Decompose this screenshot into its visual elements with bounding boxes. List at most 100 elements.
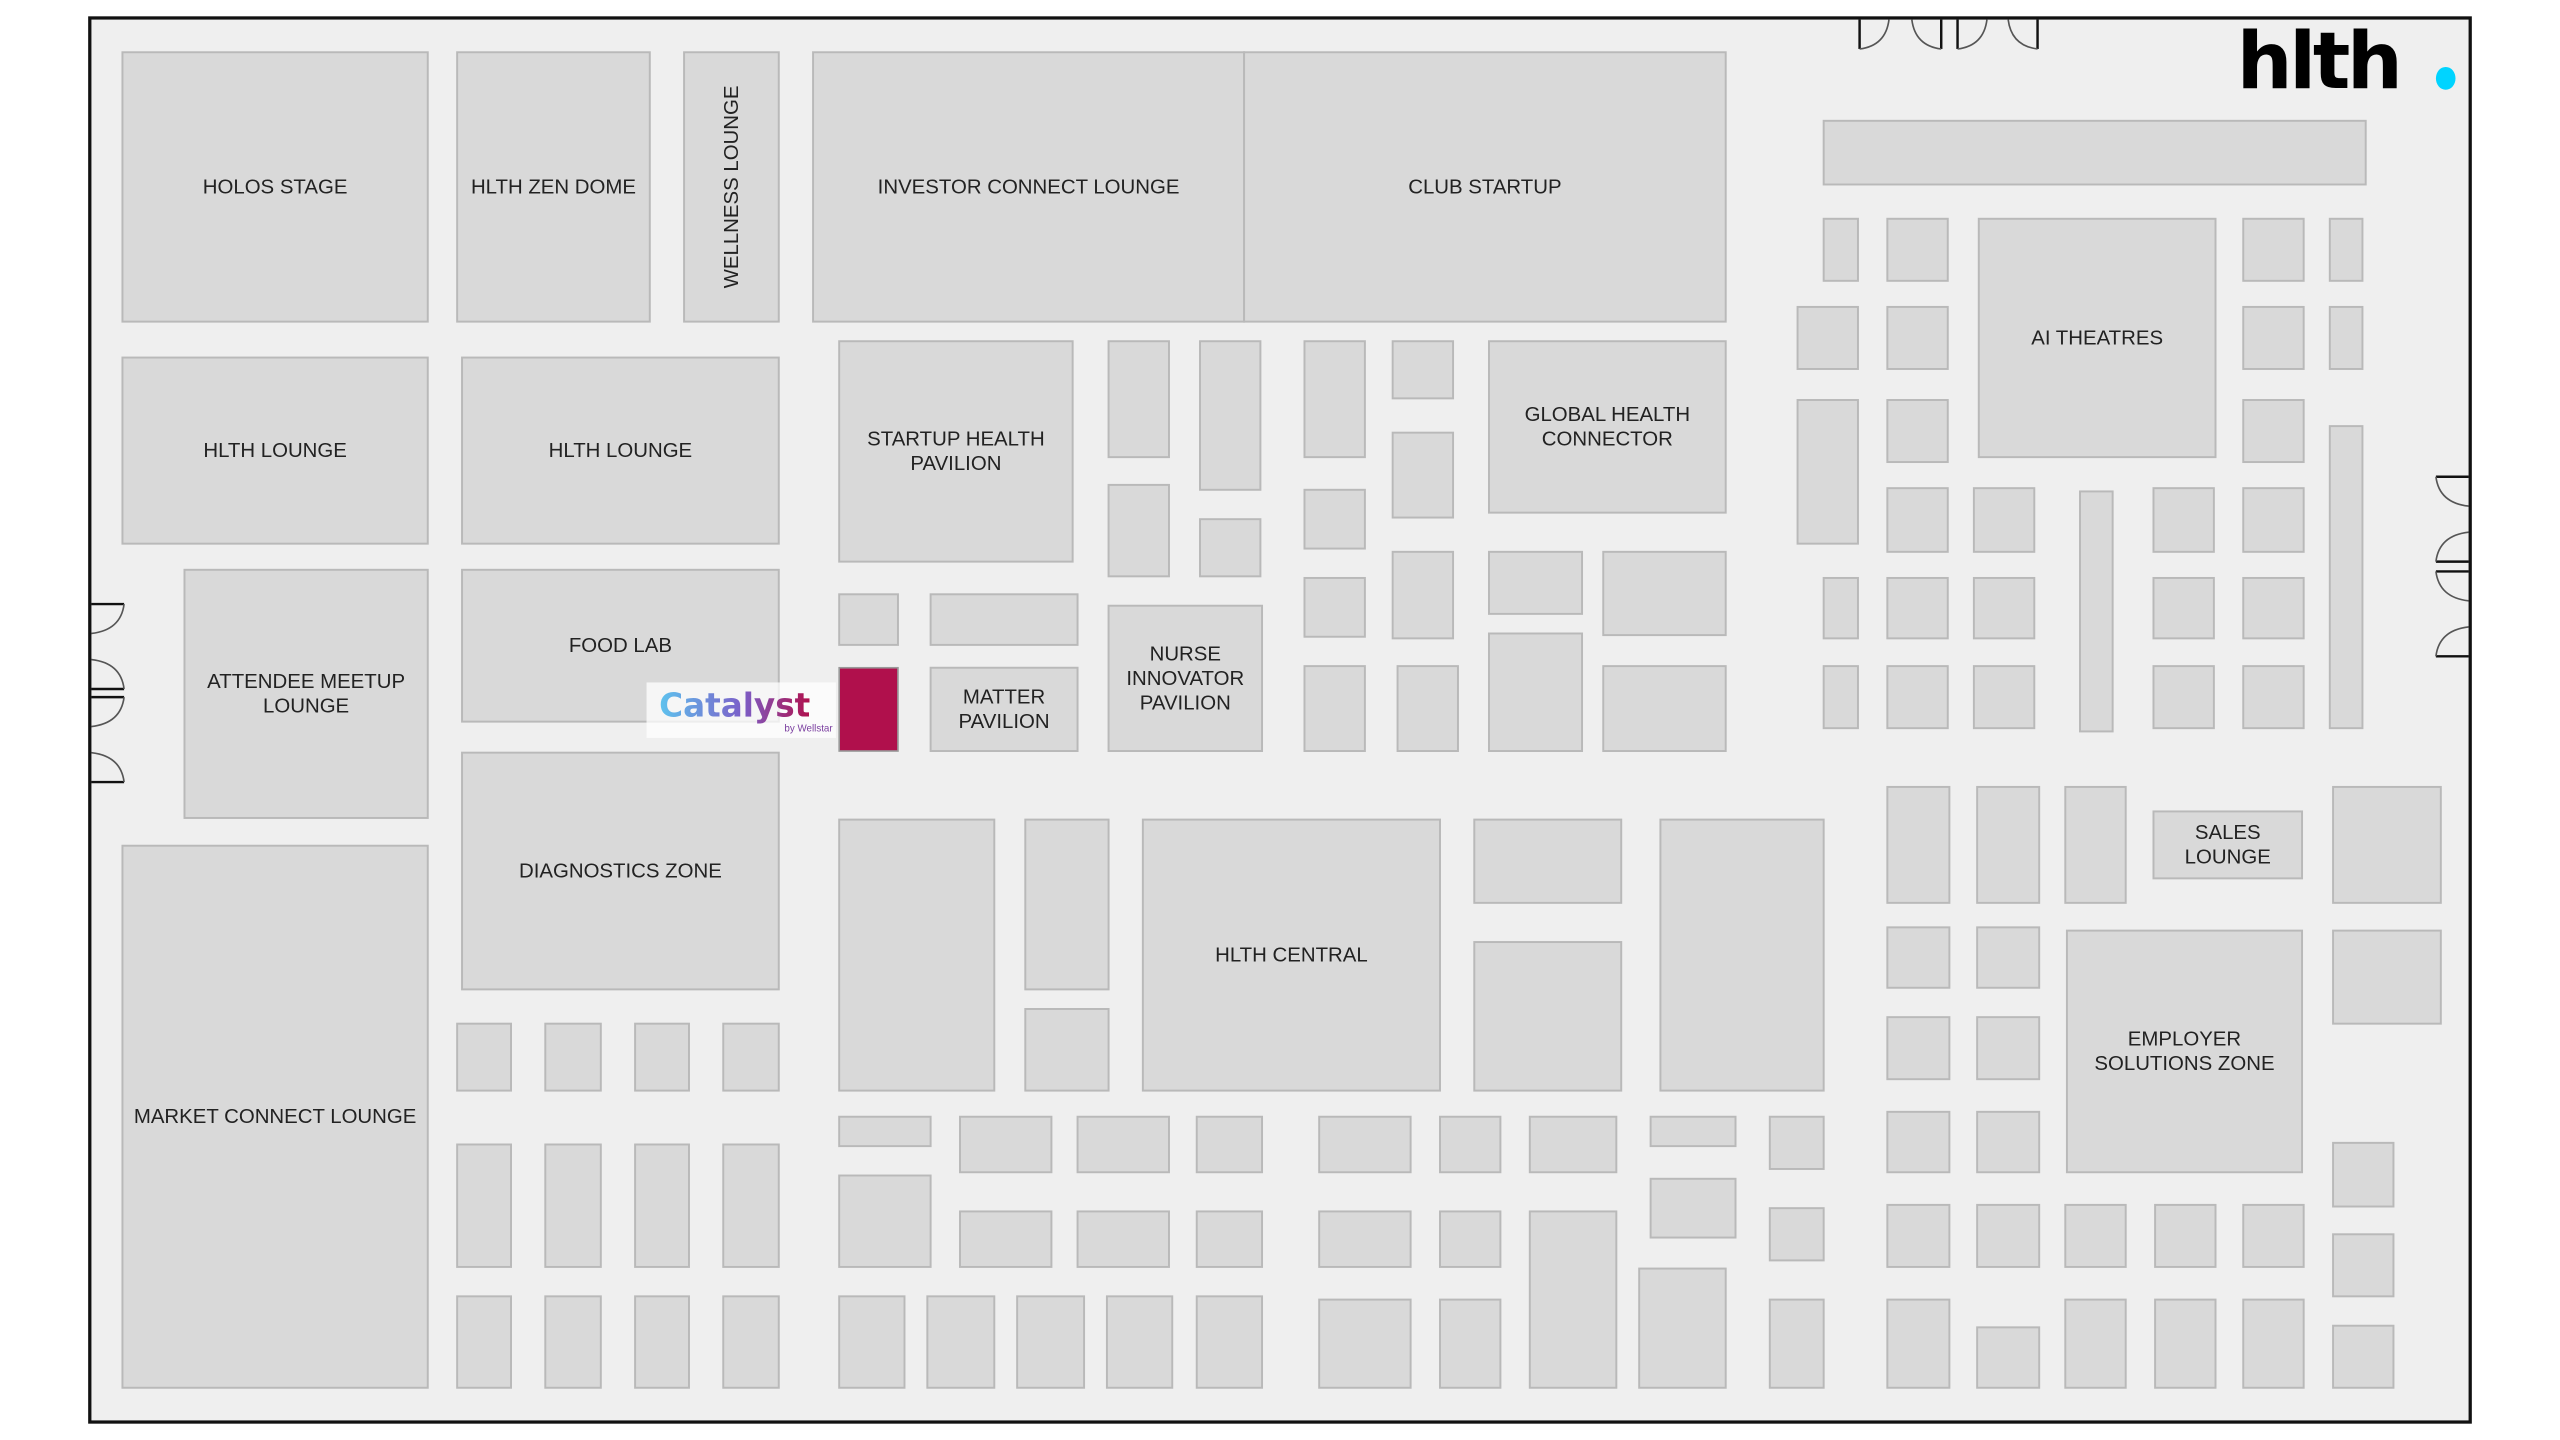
room-diagnostics-zone[interactable]: DIAGNOSTICS ZONE xyxy=(461,751,780,991)
booth[interactable] xyxy=(1473,941,1623,1092)
booth[interactable] xyxy=(1439,1115,1502,1174)
booth[interactable] xyxy=(2064,785,2127,904)
booth[interactable] xyxy=(2242,217,2305,282)
booth[interactable] xyxy=(1318,1298,1412,1389)
room-club-startup[interactable]: CLUB STARTUP xyxy=(1243,51,1727,323)
booth[interactable] xyxy=(1976,926,2041,989)
booth[interactable] xyxy=(1318,1115,1412,1174)
booth[interactable] xyxy=(959,1115,1053,1174)
booth[interactable] xyxy=(838,1115,932,1148)
booth[interactable] xyxy=(722,1143,780,1268)
booth[interactable] xyxy=(838,1295,906,1389)
booth[interactable] xyxy=(1886,926,1951,989)
booth[interactable] xyxy=(2328,217,2364,282)
booth[interactable] xyxy=(838,593,899,646)
booth[interactable] xyxy=(1886,305,1949,370)
booth[interactable] xyxy=(1195,1210,1264,1268)
booth[interactable] xyxy=(1528,1210,1618,1389)
booth[interactable] xyxy=(1649,1115,1737,1148)
booth[interactable] xyxy=(1016,1295,1086,1389)
booth[interactable] xyxy=(1796,305,1859,370)
booth[interactable] xyxy=(1076,1210,1170,1268)
booth[interactable] xyxy=(2242,576,2305,640)
booth[interactable] xyxy=(1886,665,1949,730)
booth[interactable] xyxy=(1886,399,1949,464)
booth[interactable] xyxy=(1768,1207,1825,1262)
booth[interactable] xyxy=(1391,431,1455,519)
booth[interactable] xyxy=(2242,487,2305,553)
booth[interactable] xyxy=(634,1295,690,1389)
booth[interactable] xyxy=(1195,1115,1264,1174)
booth[interactable] xyxy=(838,1174,932,1268)
booth[interactable] xyxy=(1972,576,2036,640)
booth[interactable] xyxy=(1976,1110,2041,1174)
room-investor-connect[interactable]: INVESTOR CONNECT LOUNGE xyxy=(812,51,1246,323)
booth[interactable] xyxy=(634,1143,690,1268)
booth[interactable] xyxy=(1602,665,1727,752)
booth[interactable] xyxy=(1768,1298,1825,1389)
booth[interactable] xyxy=(2154,1298,2217,1389)
booth[interactable] xyxy=(929,593,1079,646)
booth[interactable] xyxy=(2079,490,2114,733)
booth[interactable] xyxy=(1886,487,1949,553)
booth[interactable] xyxy=(1391,550,1455,640)
booth[interactable] xyxy=(1886,1110,1951,1174)
booth[interactable] xyxy=(2064,1298,2127,1389)
room-zen-dome[interactable]: HLTH ZEN DOME xyxy=(456,51,651,323)
booth[interactable] xyxy=(2152,487,2215,553)
room-market-connect[interactable]: MARKET CONNECT LOUNGE xyxy=(121,844,429,1389)
booth[interactable] xyxy=(1473,818,1623,904)
booth[interactable] xyxy=(2242,305,2305,370)
booth[interactable] xyxy=(1528,1115,1618,1174)
booth[interactable] xyxy=(959,1210,1053,1268)
booth[interactable] xyxy=(2242,665,2305,730)
booth[interactable] xyxy=(1303,488,1366,550)
booth[interactable] xyxy=(1488,632,1584,752)
booth[interactable] xyxy=(1105,1295,1174,1389)
booth[interactable] xyxy=(1886,1016,1951,1081)
booth[interactable] xyxy=(1024,818,1110,991)
booth[interactable] xyxy=(2332,929,2442,1025)
booth[interactable] xyxy=(1439,1210,1502,1268)
booth[interactable] xyxy=(1886,1298,1951,1389)
booth[interactable] xyxy=(1886,785,1951,904)
catalyst-sponsor-logo[interactable]: Catalyst by Wellstar xyxy=(646,682,836,738)
booth[interactable] xyxy=(2332,1141,2395,1208)
booth[interactable] xyxy=(1822,665,1859,730)
booth[interactable] xyxy=(1649,1177,1737,1239)
booth[interactable] xyxy=(1638,1267,1727,1389)
booth[interactable] xyxy=(1488,550,1584,615)
booth[interactable] xyxy=(1886,217,1949,282)
booth[interactable] xyxy=(722,1295,780,1389)
highlighted-booth[interactable] xyxy=(838,666,899,752)
booth[interactable] xyxy=(544,1022,602,1092)
booth[interactable] xyxy=(2242,1298,2305,1389)
booth[interactable] xyxy=(456,1143,512,1268)
room-wellness-lounge[interactable]: WELLNESS LOUNGE xyxy=(683,51,780,323)
booth[interactable] xyxy=(838,818,996,1092)
booth[interactable] xyxy=(2152,665,2215,730)
room-hlth-lounge-1[interactable]: HLTH LOUNGE xyxy=(121,356,429,545)
room-hlth-central[interactable]: HLTH CENTRAL xyxy=(1141,818,1441,1092)
booth[interactable] xyxy=(1972,665,2036,730)
booth[interactable] xyxy=(1107,340,1170,459)
booth[interactable] xyxy=(1303,665,1366,752)
room-holos-stage[interactable]: HOLOS STAGE xyxy=(121,51,429,323)
booth[interactable] xyxy=(2328,425,2364,730)
booth[interactable] xyxy=(456,1022,512,1092)
booth[interactable] xyxy=(2154,1203,2217,1268)
room-hlth-lounge-2[interactable]: HLTH LOUNGE xyxy=(461,356,780,545)
booth[interactable] xyxy=(2332,785,2442,904)
booth[interactable] xyxy=(456,1295,512,1389)
booth[interactable] xyxy=(1396,665,1459,752)
booth[interactable] xyxy=(544,1143,602,1268)
booth[interactable] xyxy=(1822,119,2367,186)
booth[interactable] xyxy=(1972,487,2036,553)
booth[interactable] xyxy=(1822,217,1859,282)
booth[interactable] xyxy=(1976,1326,2041,1389)
